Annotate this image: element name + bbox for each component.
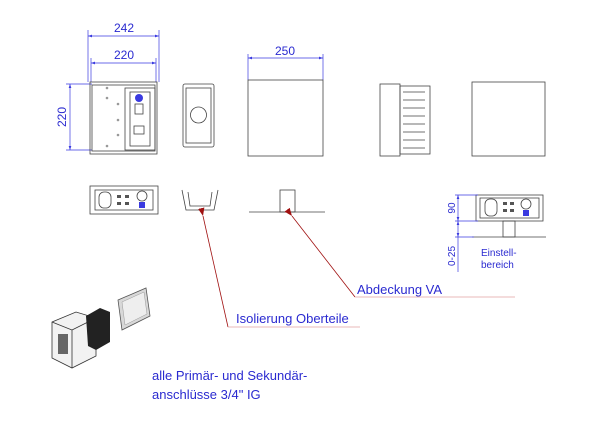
leader-insulation xyxy=(198,207,360,328)
insulation-top xyxy=(181,189,219,211)
exploded-3d-view xyxy=(51,287,151,369)
mounting-box-side-adjust xyxy=(472,194,546,238)
dim-220-width: 220 xyxy=(90,48,157,82)
dim-250: 250 xyxy=(247,44,324,80)
mounting-box-front xyxy=(89,81,158,155)
svg-text:250: 250 xyxy=(275,44,295,58)
note-line-1: alle Primär- und Sekundär- xyxy=(152,368,307,383)
cover-front-2 xyxy=(471,81,546,157)
adjust-label-1: Einstell- xyxy=(481,248,517,259)
svg-text:242: 242 xyxy=(114,21,134,35)
insulation-front xyxy=(182,83,215,148)
svg-text:220: 220 xyxy=(55,107,69,127)
svg-text:220: 220 xyxy=(114,48,134,62)
svg-text:0-25: 0-25 xyxy=(447,246,458,266)
dim-0-25: 0-25 xyxy=(447,221,474,272)
cover-section xyxy=(249,189,325,213)
mounting-box-top xyxy=(89,185,159,215)
leader-cover xyxy=(284,207,515,298)
svg-text:90: 90 xyxy=(447,202,458,214)
side-view xyxy=(379,83,431,157)
label-insulation: Isolierung Oberteile xyxy=(236,311,349,326)
label-cover: Abdeckung VA xyxy=(357,282,442,297)
dim-90: 90 xyxy=(447,194,478,222)
adjust-label-2: bereich xyxy=(481,260,514,271)
dim-220-height: 220 xyxy=(55,83,92,151)
dim-242: 242 xyxy=(87,21,160,82)
cover-front xyxy=(247,79,324,157)
note-line-2: anschlüsse 3/4" IG xyxy=(152,387,261,402)
